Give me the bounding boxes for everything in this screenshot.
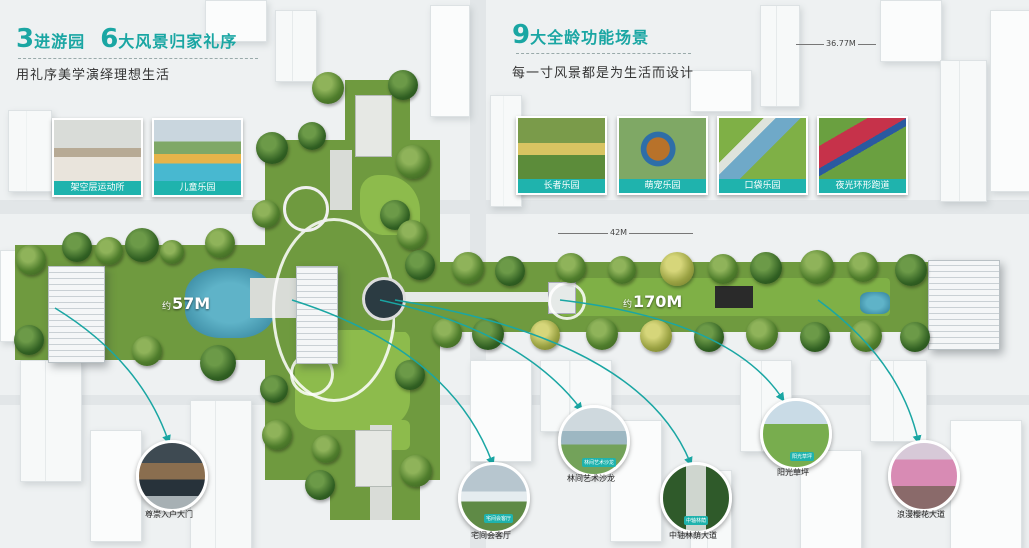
arrow-to-art-salon xyxy=(379,299,583,412)
arrow-to-lawn xyxy=(559,299,785,402)
card-caption: 口袋乐园 xyxy=(719,179,806,193)
left-divider xyxy=(18,58,258,59)
card-caption: 儿童乐园 xyxy=(154,181,241,195)
card-night-running-track: 夜光环形跑道 xyxy=(817,116,908,195)
mid-width-measure: 42M xyxy=(558,228,693,243)
axis-length-57: 约57M xyxy=(162,294,210,313)
top-width-label: 36.77M xyxy=(824,39,858,48)
landscape-count-text: 大风景归家礼序 xyxy=(118,32,238,51)
left-subtitle: 用礼序美学演绎理想生活 xyxy=(16,68,171,83)
num-six: 6 xyxy=(100,24,119,54)
right-divider xyxy=(516,53,691,54)
spot-label: 阳光草坪 xyxy=(777,468,809,477)
scene-count-text: 大全龄功能场景 xyxy=(530,28,650,47)
card-caption: 萌宠乐园 xyxy=(619,179,706,193)
axis-length-170: 约170M xyxy=(623,292,682,311)
arrow-to-cherry-blossom xyxy=(817,299,922,445)
card-caption: 架空层运动所 xyxy=(54,181,141,195)
spot-reception-hall xyxy=(458,462,530,534)
arrow-to-entrance xyxy=(54,307,171,445)
top-width-measure: 36.77M xyxy=(796,39,876,54)
spot-badge: 宅间会客厅 xyxy=(484,514,514,523)
spot-badge: 阳光草坪 xyxy=(790,452,815,461)
axis2-value: 170M xyxy=(633,292,683,311)
card-caption: 夜光环形跑道 xyxy=(819,179,906,193)
spot-badge: 中轴林荫 xyxy=(684,516,709,525)
axis2-prefix: 约 xyxy=(623,300,633,310)
card-elderly-garden: 长者乐园 xyxy=(516,116,607,195)
right-subtitle: 每一寸风景都是为生活而设计 xyxy=(512,66,695,81)
spot-axis-avenue xyxy=(660,462,732,534)
axis1-value: 57M xyxy=(172,294,211,313)
card-pet-garden: 萌宠乐园 xyxy=(617,116,708,195)
spot-label: 浪漫樱花大道 xyxy=(897,510,945,519)
garden-count-text: 进游园 xyxy=(34,32,86,51)
arrow-to-reception xyxy=(291,299,495,467)
spot-label: 宅间会客厅 xyxy=(471,531,511,540)
spot-label: 林间艺术沙龙 xyxy=(567,474,615,483)
spot-entrance-gate xyxy=(136,440,208,512)
card-caption: 长者乐园 xyxy=(518,179,605,193)
axis1-prefix: 约 xyxy=(162,302,172,312)
spot-badge: 林间艺术沙龙 xyxy=(582,458,617,467)
spot-cherry-blossom-avenue xyxy=(888,440,960,512)
spot-label: 尊崇入户大门 xyxy=(145,510,193,519)
card-sports-hall: 架空层运动所 xyxy=(52,118,143,197)
right-header: 9大全龄功能场景 每一寸风景都是为生活而设计 xyxy=(512,20,694,81)
card-pocket-garden: 口袋乐园 xyxy=(717,116,808,195)
left-header: 3进游园 6大风景归家礼序 用礼序美学演绎理想生活 xyxy=(16,24,237,83)
mid-width-label: 42M xyxy=(608,228,630,237)
num-three: 3 xyxy=(16,24,35,54)
spot-label: 中轴林荫大道 xyxy=(669,531,717,540)
arrow-to-avenue xyxy=(394,299,693,467)
card-kids-playground: 儿童乐园 xyxy=(152,118,243,197)
num-nine: 9 xyxy=(512,20,531,50)
